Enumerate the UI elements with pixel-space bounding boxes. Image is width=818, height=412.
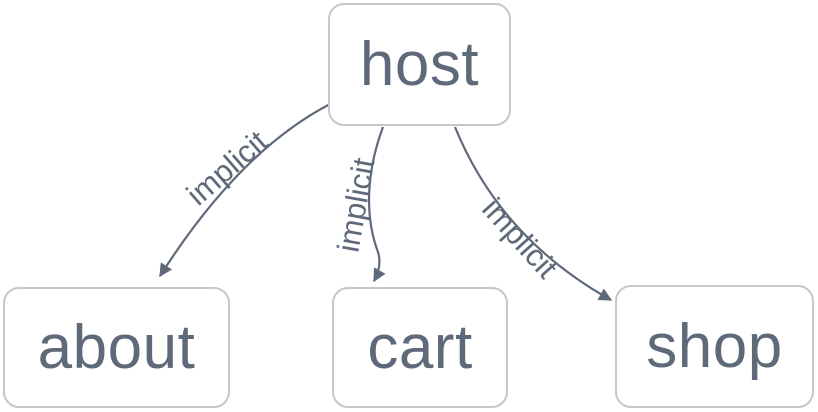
edge-host-shop [453,126,613,301]
edge-host-cart [367,126,386,283]
node-cart: cart [332,287,508,408]
node-host-label: host [359,29,480,99]
node-shop-label: shop [646,311,783,381]
node-about-label: about [37,312,196,382]
node-shop: shop [615,285,814,408]
node-host: host [328,3,511,126]
node-about: about [3,287,230,408]
edge-host-about [159,102,333,278]
node-cart-label: cart [367,312,473,382]
